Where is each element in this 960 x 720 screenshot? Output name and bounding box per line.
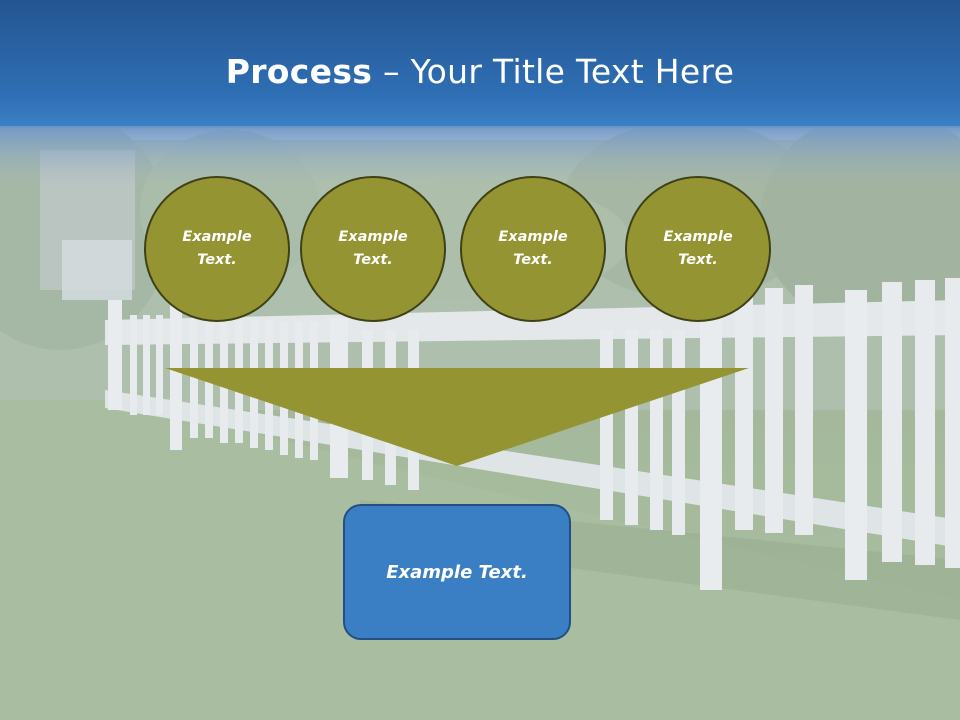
title-rest: – Your Title Text Here [372, 52, 735, 91]
circle-1-text: Example Text. [182, 229, 252, 268]
process-circle-3: Example Text. [460, 176, 606, 322]
funnel-triangle [165, 368, 749, 466]
result-box: Example Text. [343, 504, 571, 640]
process-circle-2: Example Text. [300, 176, 446, 322]
process-circle-4: Example Text. [625, 176, 771, 322]
result-box-text: Example Text. [386, 561, 528, 583]
circle-3-text: Example Text. [498, 229, 568, 268]
circle-2-text: Example Text. [338, 229, 408, 268]
slide-title: Process – Your Title Text Here [0, 52, 960, 91]
circle-4-text: Example Text. [663, 229, 733, 268]
process-circle-1: Example Text. [144, 176, 290, 322]
title-bold: Process [225, 52, 373, 91]
